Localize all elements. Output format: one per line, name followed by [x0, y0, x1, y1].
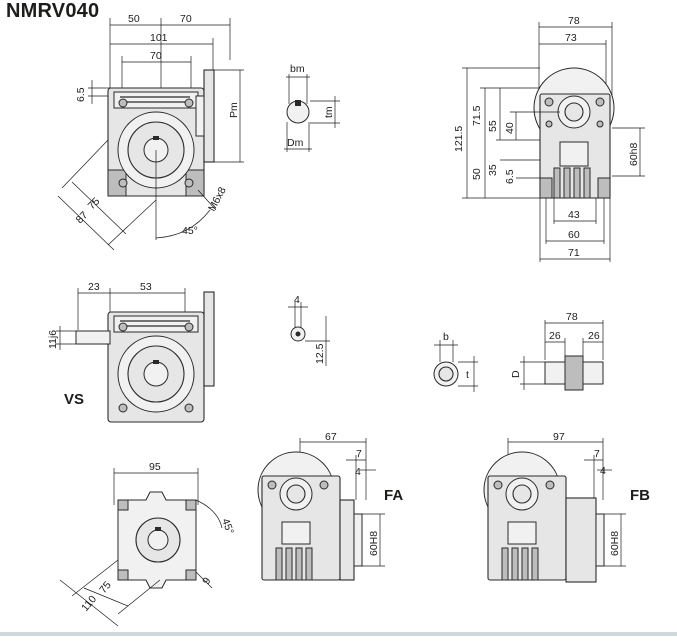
dim-t: t [466, 369, 469, 381]
dim-bm: bm [290, 63, 305, 75]
dim-6-5: 6.5 [75, 87, 87, 102]
dim-121-5: 121.5 [453, 126, 465, 152]
foot-flange-view: 95 75 110 45° 9 [59, 461, 236, 627]
dim-9: 9 [200, 575, 213, 586]
dim-12-5: 12.5 [314, 343, 326, 364]
small-shaft-detail: 4 12.5 [288, 294, 330, 366]
dim-43: 43 [568, 209, 580, 221]
dim-m6x8: M6x8 [206, 185, 229, 213]
drawing-title: NMRV040 [6, 0, 100, 22]
side-view: 78 73 [453, 15, 645, 262]
dim-50: 50 [471, 168, 483, 180]
dim-45-foot: 45° [219, 517, 236, 536]
dim-50: 50 [128, 13, 140, 25]
dim-101: 101 [150, 32, 168, 44]
dim-70: 70 [150, 50, 162, 62]
dim-7-fa: 7 [356, 448, 362, 460]
dim-pm: Pm [228, 102, 240, 118]
dim-40: 40 [504, 122, 516, 134]
dim-97: 97 [553, 431, 565, 443]
fa-label: FA [384, 487, 403, 504]
dim-71-5: 71.5 [471, 105, 483, 126]
dim-60h8-side: 60h8 [628, 142, 640, 166]
dim-b: b [443, 331, 449, 343]
dim-26-left: 26 [549, 330, 561, 342]
fb-view: 97 7 4 60H8 FB [483, 431, 650, 583]
dim-60: 60 [568, 229, 580, 241]
output-shaft-detail: 78 26 26 D [510, 311, 604, 391]
dim-23: 23 [88, 281, 100, 293]
key-detail: bm tm Dm [284, 63, 340, 152]
dim-dm: Dm [287, 137, 304, 149]
dim-75-foot: 75 [97, 579, 114, 596]
dim-87: 87 [74, 209, 91, 226]
dim-6-5-side: 6.5 [504, 169, 516, 184]
dim-26-right: 26 [588, 330, 600, 342]
hollow-shaft-detail: b t [433, 331, 478, 392]
vs-view: 23 53 11j6 VS [47, 281, 215, 423]
dim-60h8-fa: 60H8 [368, 531, 380, 556]
dim-71: 71 [568, 247, 580, 259]
fa-view: 67 7 4 60H8 FA [257, 431, 403, 581]
vs-view-label: VS [64, 391, 84, 408]
dim-70-top: 70 [180, 13, 192, 25]
dim-tm: tm [323, 106, 335, 118]
dim-95: 95 [149, 461, 161, 473]
dim-4-fb: 4 [600, 465, 606, 477]
dim-4-fa: 4 [355, 466, 361, 478]
dim-35: 35 [487, 164, 499, 176]
dim-110: 110 [79, 593, 99, 614]
dim-60h8-fb: 60H8 [609, 531, 621, 556]
dim-67: 67 [325, 431, 337, 443]
dim-53: 53 [140, 281, 152, 293]
main-front-view: 50 70 101 70 6.5 [57, 13, 244, 251]
dim-55: 55 [487, 120, 499, 132]
angle-45: 45° [182, 225, 198, 237]
dim-7-fb: 7 [594, 448, 600, 460]
dim-4-small: 4 [294, 294, 300, 306]
dim-78: 78 [568, 15, 580, 27]
fb-label: FB [630, 487, 650, 504]
dim-73: 73 [565, 32, 577, 44]
dim-11j6: 11j6 [47, 330, 59, 349]
dim-78-shaft: 78 [566, 311, 578, 323]
dim-d: D [510, 370, 522, 378]
